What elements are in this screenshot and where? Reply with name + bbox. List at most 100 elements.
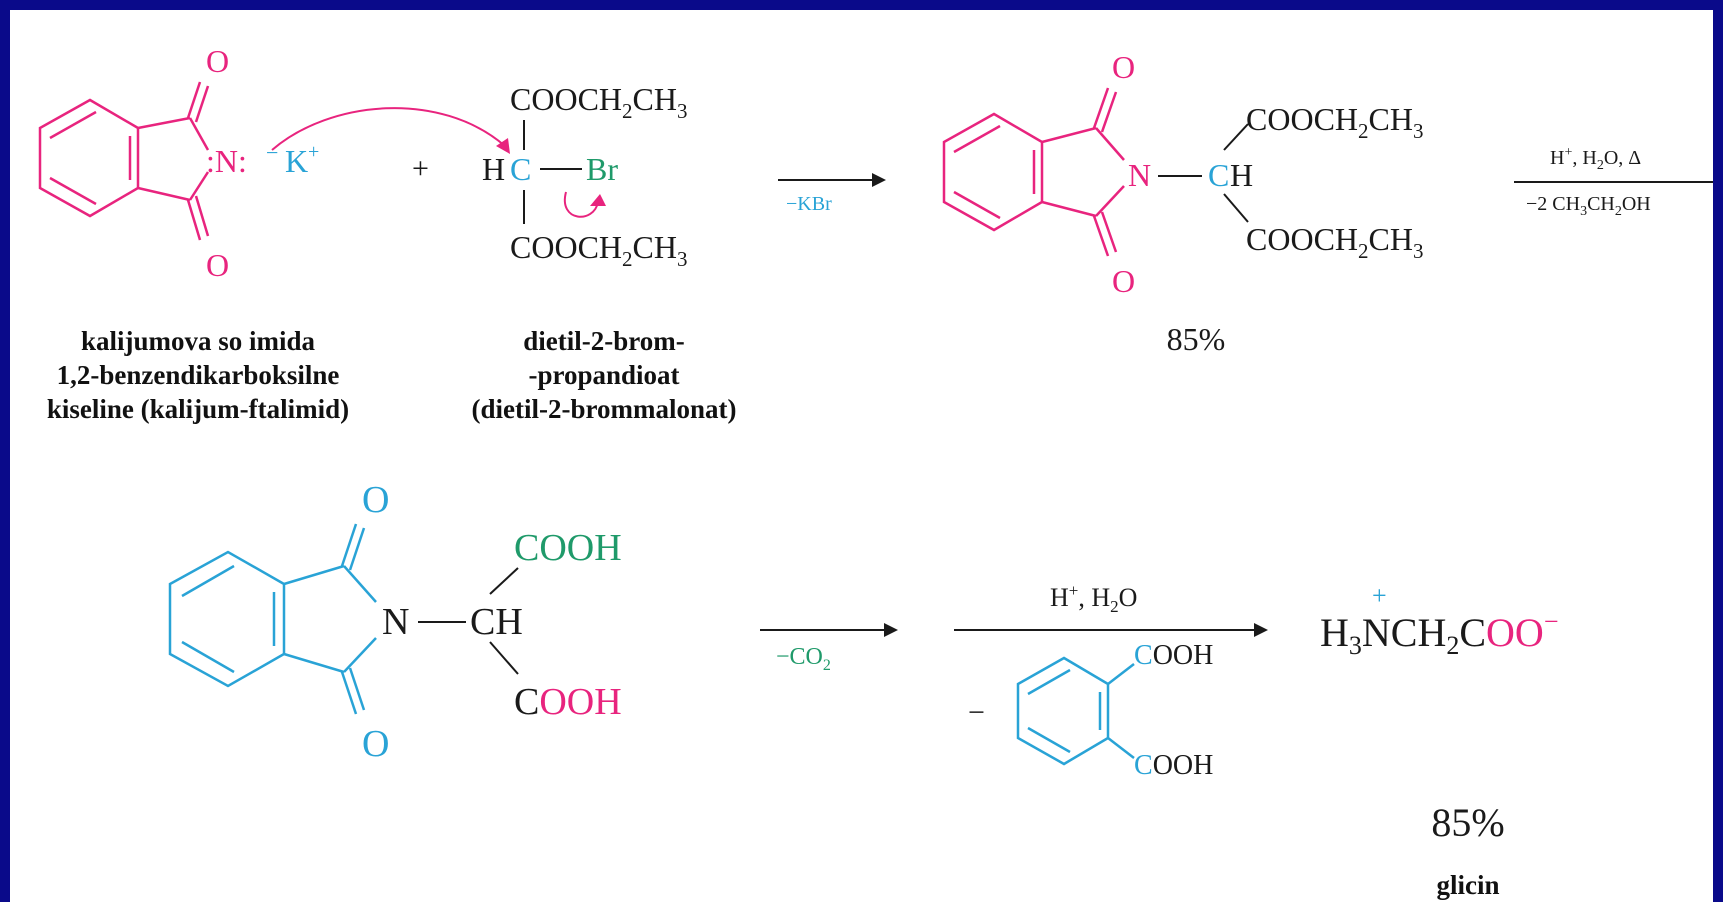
plus-sign: +: [412, 152, 429, 185]
arrowhead-icon: [496, 138, 510, 154]
glycine-formula: H3NCH2COO−: [1320, 607, 1559, 660]
potassium-charge: +: [308, 141, 319, 163]
ring-cooh-bond: [1107, 737, 1135, 759]
carbonyl-bond: [348, 527, 366, 571]
nitrogen-anion: :N:: [206, 143, 247, 179]
benzene-ring: [38, 98, 140, 218]
malonate-label-line2: -propandioat: [528, 360, 679, 390]
salt-label-line1: kalijumova so imida: [81, 326, 316, 356]
oxygen-top: O: [1112, 49, 1135, 85]
arrowhead-icon: [590, 194, 606, 206]
carbonyl-bond: [1092, 215, 1110, 257]
arrowhead-icon: [872, 173, 886, 187]
phthalic-acid: [1016, 656, 1135, 766]
curved-arrow-nucleophile: [271, 107, 506, 151]
ring-double-bond: [953, 124, 1001, 154]
malonate-label-line3: (dietil-2-brommalonat): [472, 394, 737, 424]
imide-bond: [283, 652, 345, 674]
carbonyl-bond: [340, 671, 358, 715]
imide-bond: [188, 117, 210, 151]
ring-double-bond: [1027, 668, 1071, 696]
yield-1: 85%: [1167, 321, 1226, 357]
malonate-label-line1: dietil-2-brom-: [523, 326, 684, 356]
c-cooh-bond: [489, 567, 519, 595]
methine-h: H: [482, 151, 505, 187]
arrow3-byproduct: −CO2: [776, 644, 831, 674]
potassium-ion: K: [285, 143, 308, 179]
ring-double-bond: [49, 110, 97, 140]
carbonyl-bond: [186, 81, 202, 119]
ammonium-charge: +: [1372, 581, 1387, 610]
arrowhead-icon: [1254, 623, 1268, 637]
salt-label-line3: kiseline (kalijum-ftalimid): [47, 394, 349, 424]
arrow1-condition: −KBr: [786, 193, 832, 215]
imide-bond: [283, 564, 345, 586]
imide-bond: [1041, 126, 1097, 144]
c-cooh-bond: [489, 641, 519, 675]
phthalimidomalonic-acid: [168, 523, 377, 715]
phthalimidomalonic-acid-text: O O N CH COOH COOH: [362, 479, 622, 765]
carboxyl-top: COOH: [514, 527, 622, 569]
imide-bond: [343, 637, 377, 673]
c-ester-bond: [1223, 193, 1249, 223]
ring-double-bond: [1027, 726, 1071, 754]
arrow2-reagents: H+, H2O, Δ: [1550, 145, 1641, 173]
yield-2: 85%: [1431, 800, 1504, 845]
c-ester-bond: [1223, 123, 1249, 151]
reactant-labels: kalijumova so imida 1,2-benzendikarboksi…: [47, 326, 737, 424]
carbonyl-bond: [194, 85, 210, 123]
benzene-ring: [168, 550, 286, 688]
ring-double-bond: [953, 190, 1001, 220]
imide-bond: [343, 565, 377, 603]
oxygen-bottom: O: [1112, 263, 1135, 299]
bromine: Br: [586, 151, 618, 187]
imide-bond: [1041, 200, 1097, 218]
carbonyl-bond: [1092, 87, 1110, 129]
diethyl-bromomalonate: COOCH2CH3 H C Br COOCH2CH3: [482, 81, 687, 271]
curved-arrow-leaving: [563, 191, 599, 218]
reaction-scheme: O O :N: − K + + COOCH2CH3 H C Br COOCH2C…: [38, 43, 1713, 900]
ester-top: COOCH2CH3: [510, 81, 687, 123]
glycine-name: glicin: [1436, 870, 1499, 900]
nitrogen: N: [382, 601, 409, 643]
imide-bond: [1095, 127, 1125, 161]
scheme-canvas: O O :N: − K + + COOCH2CH3 H C Br COOCH2C…: [10, 10, 1713, 902]
nitrogen: N: [1128, 157, 1151, 193]
arrowhead-icon: [884, 623, 898, 637]
ester-bottom: COOCH2CH3: [510, 229, 687, 271]
carboxyl-top: COOH: [1134, 640, 1213, 671]
phthalic-acid-text: COOH COOH: [1134, 640, 1213, 781]
phthalimidomalonate-text: O O N C H COOCH2CH3 COOCH2CH3 85%: [1112, 49, 1423, 357]
imide-bond: [137, 116, 191, 130]
imide-bond: [188, 171, 210, 201]
minus-sign: −: [968, 696, 985, 729]
arrow4-reagents: H+, H2O: [1050, 581, 1137, 616]
oxygen-top: O: [362, 479, 389, 521]
imide-bond: [1095, 185, 1125, 217]
alpha-carbon: C: [510, 151, 531, 187]
benzene-ring: [942, 112, 1044, 232]
carbonyl-bond: [348, 667, 366, 711]
ring-double-bond: [181, 564, 235, 598]
ring-cooh-bond: [1107, 663, 1135, 685]
potassium-phthalimide: [38, 81, 210, 241]
methine-h: H: [1230, 157, 1253, 193]
carboxyl-bottom: COOH: [1134, 750, 1213, 781]
ring-double-bond: [49, 176, 97, 206]
glycine: H3NCH2COO− + 85%: [1320, 581, 1559, 845]
alpha-carbon: C: [1208, 157, 1229, 193]
carboxyl-bottom: COOH: [514, 681, 622, 723]
ring-double-bond: [181, 640, 235, 674]
ester-top: COOCH2CH3: [1246, 101, 1423, 143]
oxygen-bottom: O: [206, 247, 229, 283]
carbonyl-bond: [186, 199, 202, 241]
oxygen-bottom: O: [362, 723, 389, 765]
carbonyl-bond: [1100, 211, 1118, 253]
methine-ch: CH: [470, 601, 523, 643]
potassium-phthalimide-text: O O :N: − K +: [206, 43, 319, 283]
phthalimidomalonate: [942, 87, 1125, 257]
imide-bond: [137, 186, 191, 202]
carbonyl-bond: [194, 195, 210, 237]
arrow2-byproduct: −2 CH3CH2OH: [1526, 193, 1651, 219]
carbonyl-bond: [340, 523, 358, 567]
